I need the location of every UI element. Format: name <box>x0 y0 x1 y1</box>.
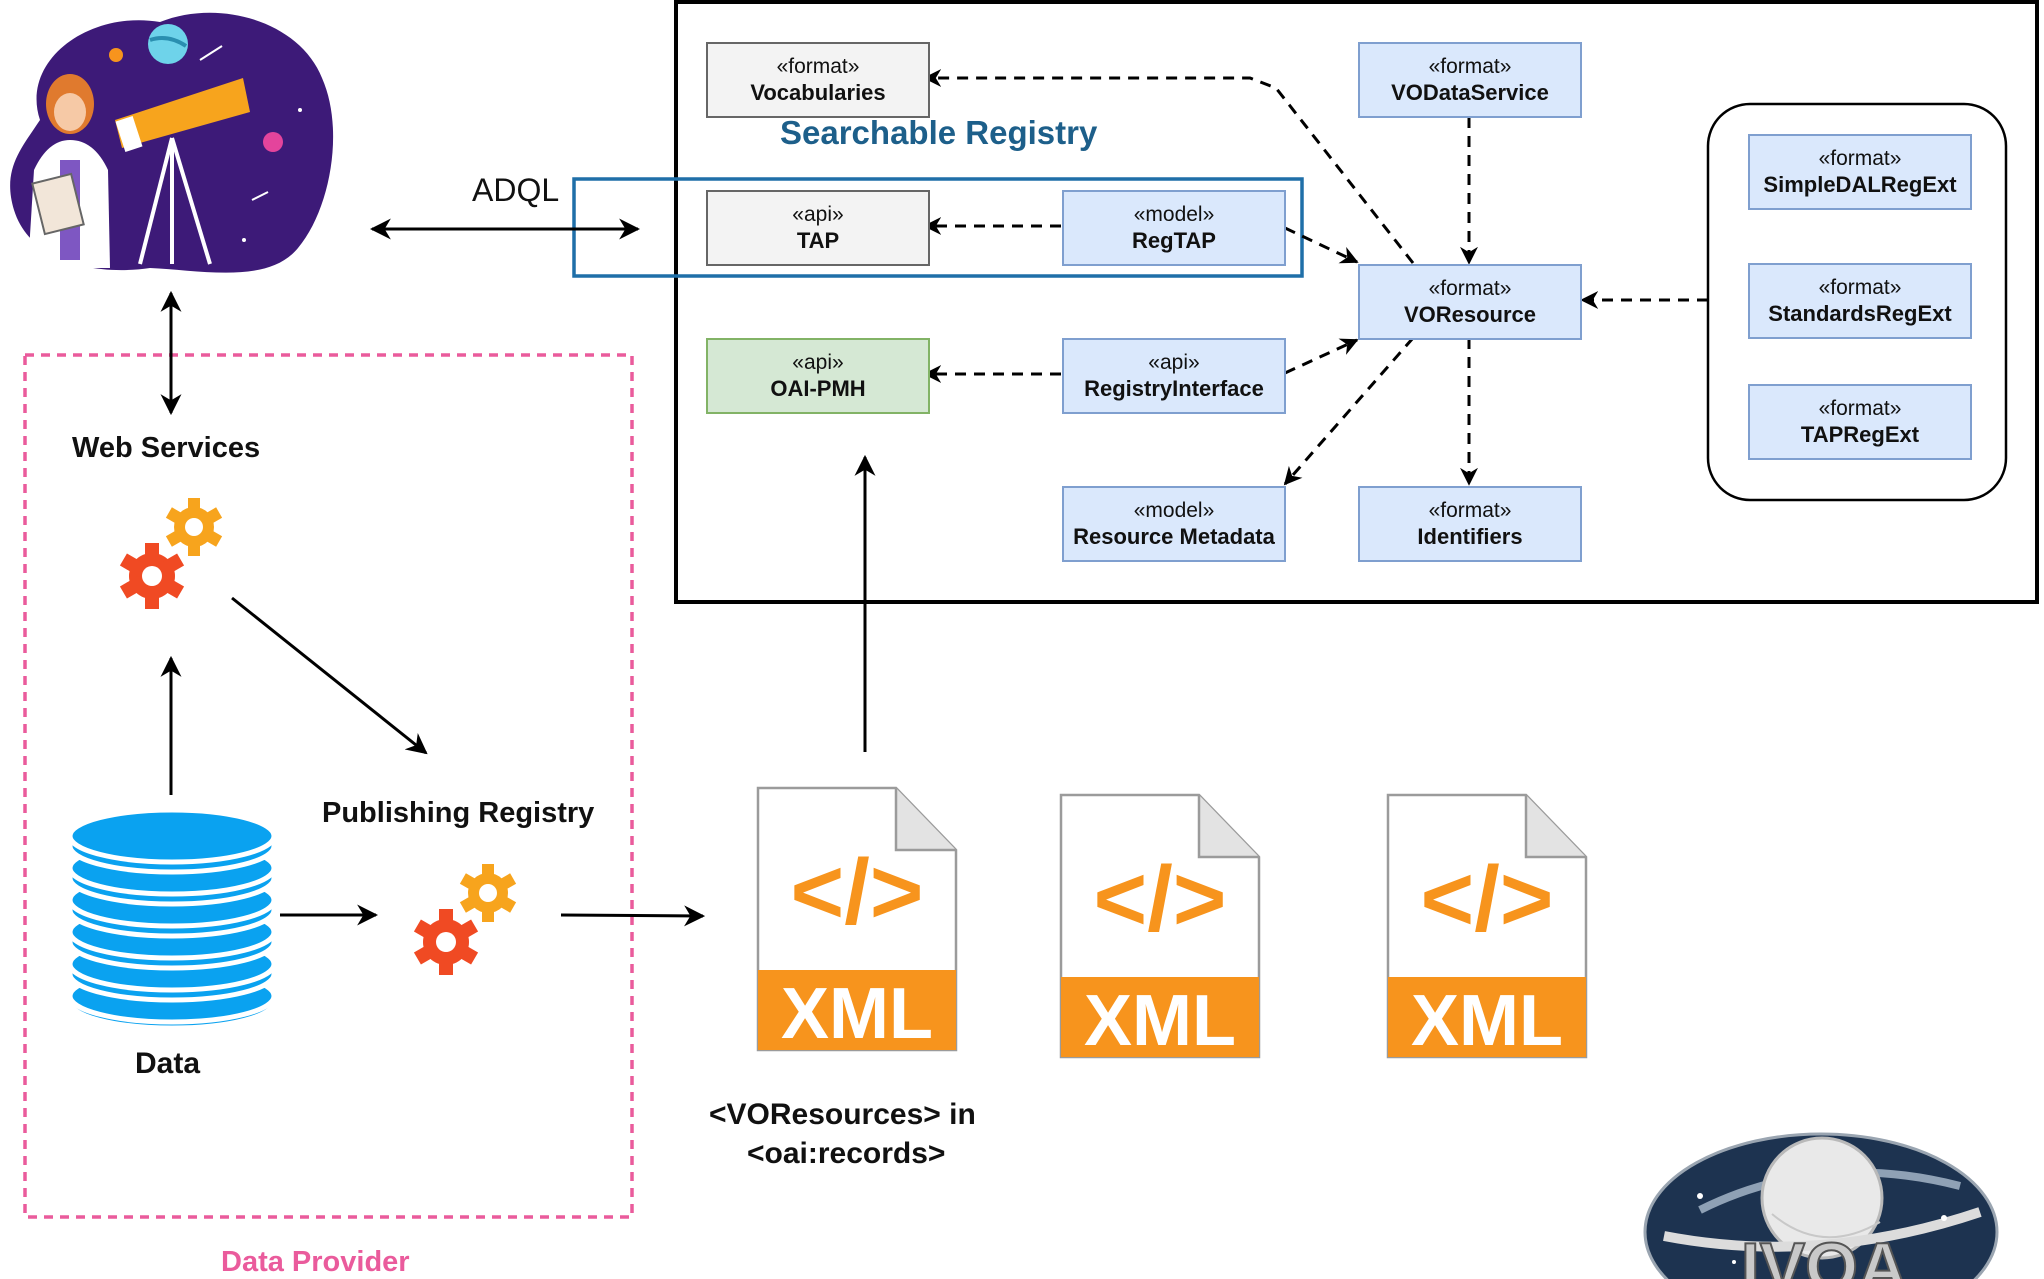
adql-label: ADQL <box>472 172 560 208</box>
tapregext-box: «format» TAPRegExt <box>1748 384 1972 460</box>
xml-badge: XML <box>1411 981 1563 1061</box>
component-name: VOResource <box>1403 302 1537 327</box>
database-icon <box>67 807 277 1031</box>
web-services-to-publishing-arrow <box>231 596 428 755</box>
xml-file-icon: </> XML <box>756 786 958 1054</box>
component-name: Identifiers <box>1417 524 1523 549</box>
component-name: StandardsRegExt <box>1768 301 1952 326</box>
vocabularies-box: «format» Vocabularies <box>706 42 930 118</box>
voresources-caption-line-2: <oai:records> <box>747 1137 946 1170</box>
voresource-box: «format» VOResource <box>1358 264 1582 340</box>
component-name: TAPRegExt <box>1800 422 1920 447</box>
stereotype: «model» <box>1133 203 1215 226</box>
stereotype: «api» <box>792 351 844 374</box>
registry-extensions-group <box>1706 102 2008 502</box>
voresource-to-vocabularies-arrow <box>923 69 1415 264</box>
xml-badge: XML <box>781 974 933 1054</box>
vodataservice-box: «format» VODataService <box>1358 42 1582 118</box>
stereotype: «api» <box>792 203 844 226</box>
data-provider-frame <box>23 353 634 1219</box>
stereotype: «format» <box>1818 147 1902 170</box>
publishing-registry-label: Publishing Registry <box>322 797 595 829</box>
xml-file-icon: </> XML <box>1386 793 1588 1061</box>
xml-badge: XML <box>1084 981 1236 1061</box>
xml-code-glyph: </> <box>1420 848 1553 950</box>
component-name: OAI-PMH <box>770 376 866 401</box>
tap-box: «api» TAP <box>706 190 930 266</box>
solid-arrows <box>160 218 876 927</box>
data-label: Data <box>135 1047 201 1080</box>
stereotype: «format» <box>1818 276 1902 299</box>
regtap-box: «model» RegTAP <box>1062 190 1286 266</box>
stereotype: «format» <box>1428 499 1512 522</box>
voresources-caption-line-1: <VOResources> in <box>709 1098 976 1131</box>
scientist-telescope-illustration <box>10 12 334 273</box>
component-name: Vocabularies <box>750 80 886 105</box>
searchable-registry-frame <box>674 0 2039 604</box>
xml-file-icon: </> XML <box>1059 793 1261 1061</box>
oai-pmh-box: «api» OAI-PMH <box>706 338 930 414</box>
ivoa-logo: IVOA <box>1643 1132 1999 1279</box>
publishing-registry-gear-icon <box>413 864 517 975</box>
voresource-to-resource-metadata-arrow <box>1283 337 1415 486</box>
stereotype: «model» <box>1133 499 1215 522</box>
standardsregext-box: «format» StandardsRegExt <box>1748 263 1972 339</box>
searchable-registry-title: Searchable Registry <box>780 114 1098 151</box>
xml-code-glyph: </> <box>790 841 923 943</box>
registry-interface-box: «api» RegistryInterface <box>1062 338 1286 414</box>
stereotype: «format» <box>1428 277 1512 300</box>
dependency-arrows <box>923 69 1708 486</box>
registry-interface-to-voresource-arrow <box>1284 338 1359 375</box>
regtap-to-voresource-arrow <box>1284 226 1359 264</box>
web-services-gear-icon <box>119 498 223 609</box>
data-provider-label: Data Provider <box>221 1246 410 1278</box>
web-services-label: Web Services <box>72 432 261 464</box>
component-name: TAP <box>796 228 840 253</box>
simpledalregext-box: «format» SimpleDALRegExt <box>1748 134 1972 210</box>
component-name: VODataService <box>1391 80 1549 105</box>
component-name: RegistryInterface <box>1084 376 1264 401</box>
component-name: Resource Metadata <box>1073 524 1275 549</box>
identifiers-box: «format» Identifiers <box>1358 486 1582 562</box>
stereotype: «format» <box>776 55 860 78</box>
publishing-to-xml-arrow <box>560 905 706 927</box>
component-name: RegTAP <box>1132 228 1216 253</box>
stereotype: «api» <box>1148 351 1200 374</box>
stereotype: «format» <box>1818 397 1902 420</box>
resource-metadata-box: «model» Resource Metadata <box>1062 486 1286 562</box>
ivoa-logo-text: IVOA <box>1741 1229 1907 1279</box>
component-name: SimpleDALRegExt <box>1763 172 1957 197</box>
stereotype: «format» <box>1428 55 1512 78</box>
xml-code-glyph: </> <box>1093 848 1226 950</box>
